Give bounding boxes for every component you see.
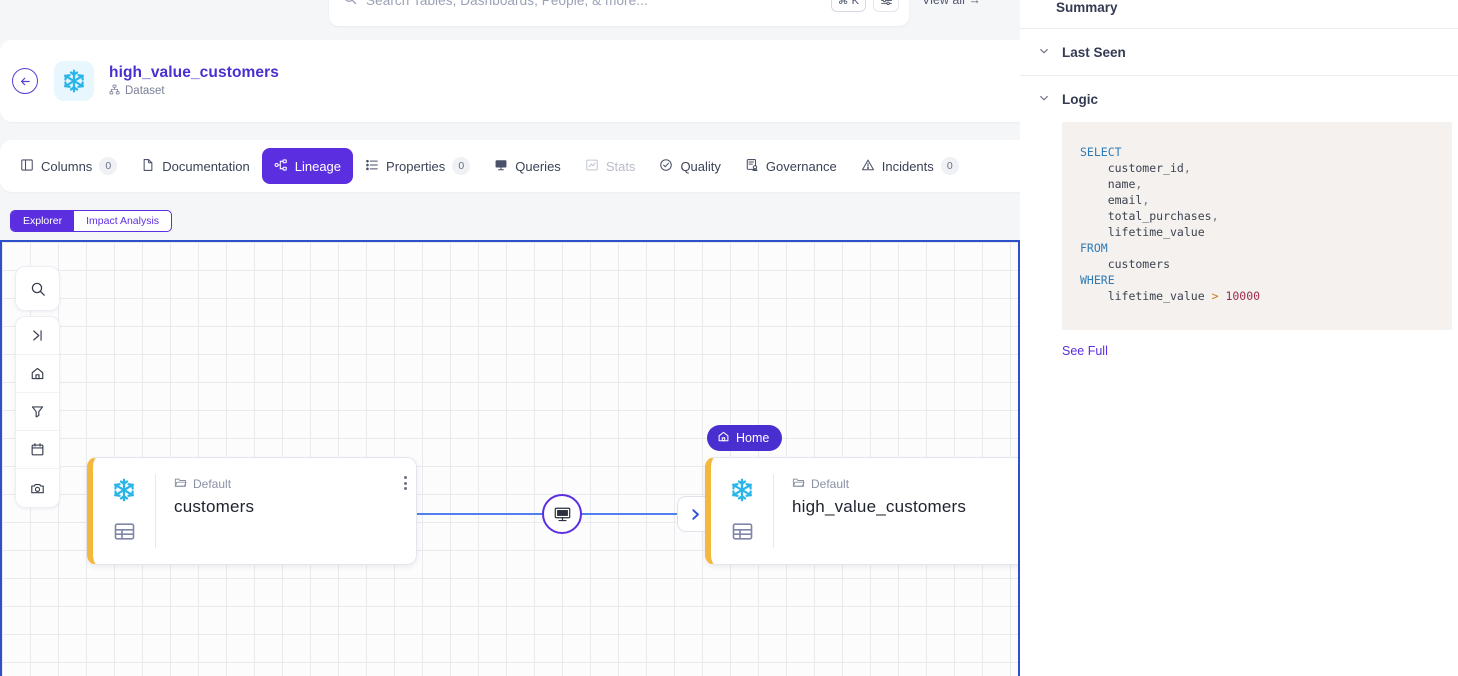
page-title: high_value_customers	[109, 64, 279, 81]
lineage-node-customers[interactable]: Default customers	[87, 457, 417, 565]
node-breadcrumb-label: Default	[811, 477, 850, 491]
toggle-explorer[interactable]: Explorer	[11, 211, 75, 231]
global-search-bar[interactable]: Search Tables, Dashboards, People, & mor…	[329, 0, 909, 26]
lineage-node-high-value-customers[interactable]: Default high_value_customers	[705, 457, 1018, 565]
home-node-badge: Home	[707, 425, 783, 451]
check-circle-icon	[659, 158, 673, 175]
search-shortcut-badge: ⌘ K	[830, 0, 866, 12]
node-text-column: Default customers	[156, 458, 416, 564]
see-full-link[interactable]: See Full	[1062, 344, 1108, 358]
table-icon	[113, 520, 136, 548]
tab-badge: 0	[940, 157, 959, 175]
folder-icon	[174, 476, 187, 492]
table-icon	[731, 520, 754, 548]
document-icon	[141, 158, 155, 175]
divider	[1020, 75, 1458, 76]
search-placeholder: Search Tables, Dashboards, People, & mor…	[366, 0, 648, 8]
tab-columns[interactable]: Columns 0	[8, 148, 129, 184]
node-name: customers	[174, 497, 255, 516]
details-sidebar: Summary Last Seen Logic SELECT customer_…	[1020, 0, 1458, 676]
snowflake-icon	[111, 477, 137, 508]
chart-icon	[585, 158, 599, 175]
tab-label: Stats	[605, 158, 636, 174]
columns-icon	[20, 158, 34, 175]
node-breadcrumb: Default	[792, 476, 1018, 492]
lineage-view-toggle: Explorer Impact Analysis	[10, 210, 173, 232]
chevron-down-icon[interactable]	[1038, 92, 1050, 107]
governance-icon	[745, 158, 759, 175]
folder-icon	[792, 476, 805, 492]
main-content-column: Search Tables, Dashboards, People, & mor…	[0, 0, 1020, 676]
section-title: Last Seen	[1062, 44, 1126, 60]
lineage-canvas[interactable]: Home	[0, 240, 1020, 676]
calendar-icon[interactable]	[16, 431, 59, 469]
tab-incidents[interactable]: Incidents 0	[849, 148, 971, 184]
entity-tab-bar: Columns 0 Documentation Lineage	[0, 140, 1020, 192]
tab-badge: 0	[99, 157, 118, 175]
view-all-link[interactable]: View all →	[922, 0, 981, 7]
home-icon[interactable]	[16, 355, 59, 393]
entity-subtype: Dataset	[109, 84, 279, 98]
tab-queries[interactable]: Queries	[482, 148, 573, 184]
monitor-icon	[494, 158, 508, 175]
filter-icon[interactable]	[16, 393, 59, 431]
sidebar-section-last-seen[interactable]: Last Seen	[1020, 29, 1458, 75]
warning-icon	[861, 158, 875, 175]
lineage-icon	[274, 158, 288, 175]
section-title: Logic	[1062, 91, 1098, 107]
node-divider	[773, 474, 774, 548]
kebab-menu-icon[interactable]	[404, 476, 407, 490]
tab-quality[interactable]: Quality	[647, 148, 732, 184]
tab-properties[interactable]: Properties 0	[353, 148, 482, 184]
global-top-bar: Search Tables, Dashboards, People, & mor…	[0, 0, 1020, 32]
sidebar-section-logic[interactable]: Logic	[1020, 76, 1458, 122]
tab-label: Documentation	[162, 158, 250, 174]
node-name: high_value_customers	[792, 497, 967, 516]
home-icon	[717, 430, 730, 446]
node-breadcrumb-label: Default	[193, 477, 232, 491]
camera-icon[interactable]	[16, 469, 59, 507]
search-icon	[343, 0, 357, 10]
tab-label: Governance	[765, 158, 837, 174]
sidebar-summary-title: Summary	[1056, 0, 1118, 15]
canvas-tool-stack	[15, 316, 60, 508]
tab-lineage[interactable]: Lineage	[261, 148, 354, 184]
tab-label: Queries	[515, 158, 561, 174]
canvas-search-button[interactable]	[15, 266, 60, 311]
tab-label: Incidents	[881, 158, 934, 174]
tab-label: Columns	[41, 158, 93, 174]
entity-subtype-label: Dataset	[125, 85, 165, 97]
entity-header-card: high_value_customers Dataset	[0, 40, 1020, 122]
search-input[interactable]: Search Tables, Dashboards, People, & mor…	[343, 0, 831, 26]
node-text-column: Default high_value_customers	[774, 458, 1018, 564]
back-button[interactable]	[12, 68, 38, 94]
tab-stats[interactable]: Stats	[573, 148, 648, 184]
tab-badge: 0	[452, 157, 471, 175]
tab-label: Properties	[386, 158, 446, 174]
sql-monitor-icon[interactable]	[542, 494, 582, 534]
snowflake-icon	[54, 61, 94, 101]
skip-forward-icon[interactable]	[16, 317, 59, 355]
node-icon-column	[93, 458, 155, 564]
node-breadcrumb: Default	[174, 476, 416, 492]
search-filter-button[interactable]	[873, 0, 899, 12]
divider	[1020, 28, 1458, 29]
hierarchy-icon	[109, 84, 120, 98]
tab-documentation[interactable]: Documentation	[129, 148, 261, 184]
node-icon-column	[711, 458, 773, 564]
node-divider	[155, 474, 156, 548]
entity-title-block: high_value_customers Dataset	[109, 64, 279, 98]
tab-label: Lineage	[294, 158, 342, 174]
list-icon	[365, 158, 379, 175]
sidebar-summary-header: Summary	[1020, 0, 1458, 28]
tab-governance[interactable]: Governance	[733, 148, 849, 184]
home-badge-label: Home	[736, 431, 770, 445]
sql-code-text: SELECT customer_id, name, email, total_p…	[1080, 145, 1261, 303]
chevron-down-icon[interactable]	[1038, 45, 1050, 60]
snowflake-icon	[729, 477, 755, 508]
tab-label: Quality	[680, 158, 721, 174]
toggle-impact-analysis[interactable]: Impact Analysis	[86, 215, 160, 227]
sql-code-block: SELECT customer_id, name, email, total_p…	[1062, 122, 1452, 330]
